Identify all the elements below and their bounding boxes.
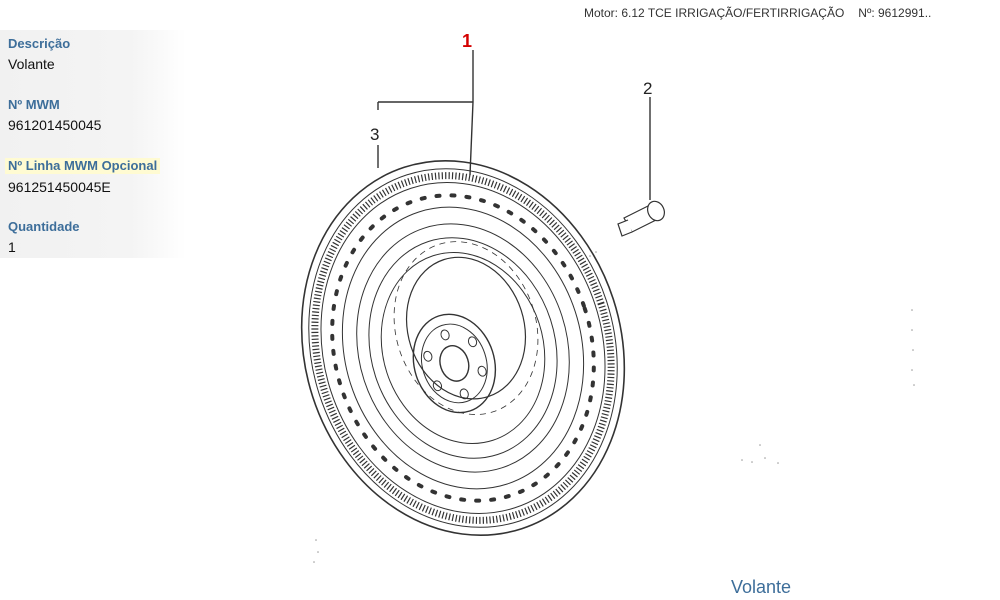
motor-header: Motor: 6.12 TCE IRRIGAÇÃO/FERTIRRIGAÇÃO N… — [584, 6, 931, 20]
callout-leaders — [377, 50, 651, 200]
callout-2[interactable]: 2 — [643, 79, 652, 98]
mwm-value: 961201450045 — [8, 117, 102, 133]
quantidade-value: 1 — [8, 239, 16, 255]
callout-3[interactable]: 3 — [370, 125, 379, 144]
mwm-label: Nº MWM — [8, 97, 60, 112]
linha-opcional-label: Nº Linha MWM Opcional — [5, 158, 161, 174]
flywheel-icon[interactable] — [254, 118, 672, 577]
linha-opcional-value: 961251450045E — [8, 179, 111, 195]
callout-1[interactable]: 1 — [462, 31, 472, 51]
scan-noise — [313, 251, 915, 563]
field-quantidade: Quantidade 1 — [8, 219, 80, 256]
motor-label: Motor: 6.12 TCE IRRIGAÇÃO/FERTIRRIGAÇÃO — [584, 6, 845, 20]
quantidade-label: Quantidade — [8, 219, 80, 234]
field-descricao: Descrição Volante — [8, 36, 70, 73]
field-linha-opcional: Nº Linha MWM Opcional 961251450045E — [5, 157, 161, 196]
bolt-icon[interactable] — [617, 199, 667, 237]
descricao-value: Volante — [8, 56, 55, 72]
field-mwm: Nº MWM 961201450045 — [8, 97, 101, 134]
part-info-panel: Descrição Volante Nº MWM 961201450045 Nº… — [0, 30, 186, 258]
part-number-label: Nº: 9612991.. — [858, 6, 932, 20]
descricao-label: Descrição — [8, 36, 71, 51]
diagram-caption: Volante — [731, 577, 792, 597]
ring-gear-teeth — [311, 172, 615, 524]
